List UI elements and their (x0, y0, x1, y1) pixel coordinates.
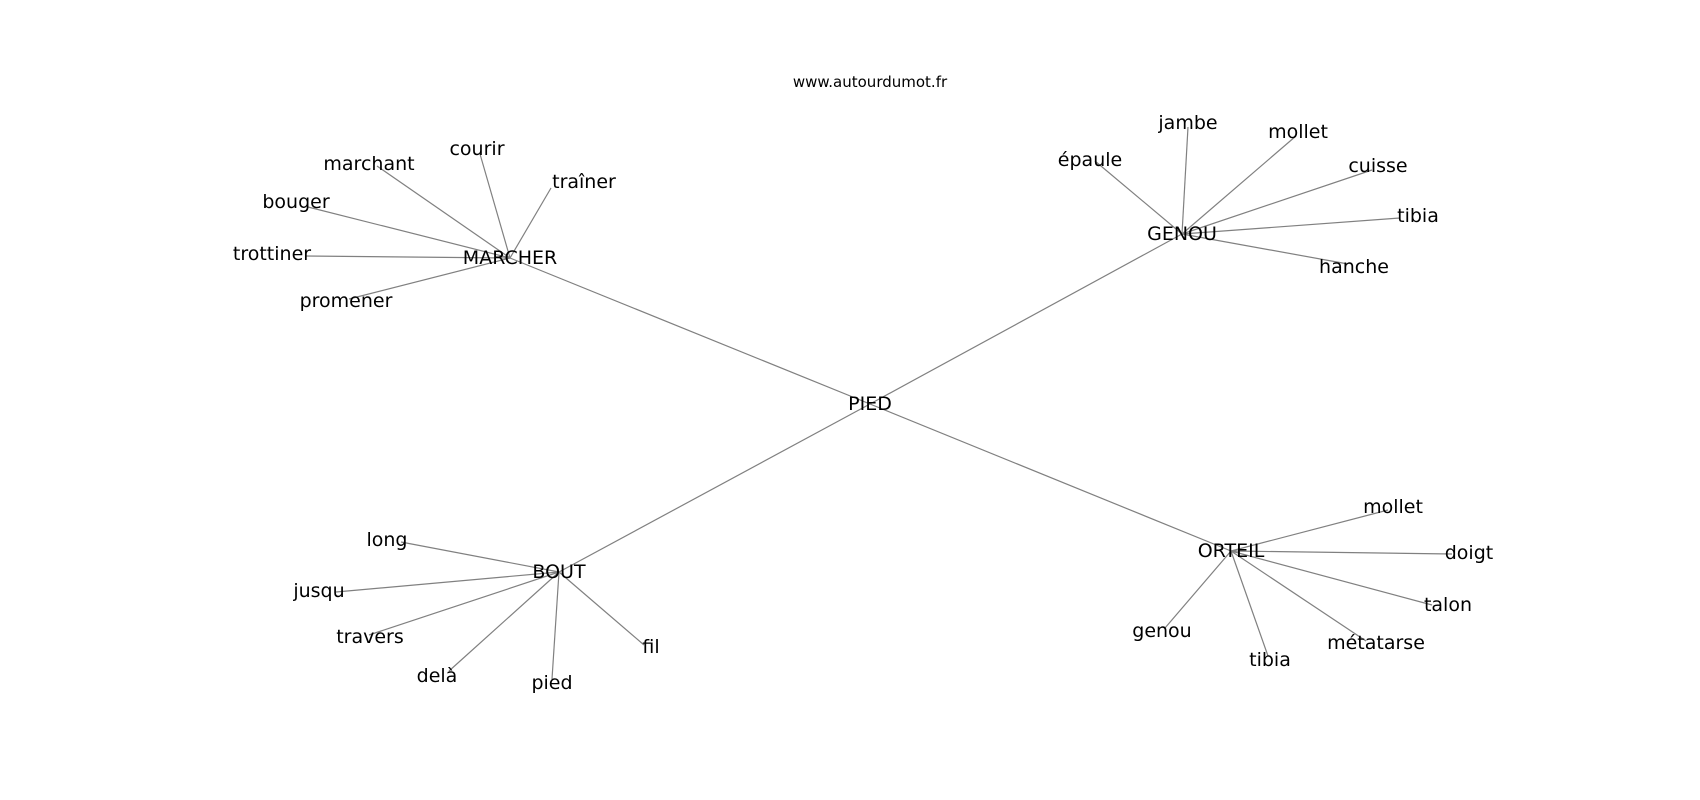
center-to-hub-edge (869, 403, 1232, 552)
leaf-node-label: genou (1132, 620, 1191, 642)
hub-to-leaf-edge (551, 571, 560, 680)
leaf-node-label: jambe (1157, 112, 1217, 134)
leaf-node-label: jusqu (292, 580, 344, 602)
hub-to-leaf-edge (1181, 217, 1401, 235)
hub-to-leaf-edge (1230, 550, 1433, 606)
hub-to-leaf-edge (509, 187, 552, 259)
hub-node-label-orteil: ORTEIL (1198, 540, 1265, 562)
hub-to-leaf-edge (448, 571, 560, 672)
leaf-node-label: courir (449, 138, 504, 160)
leaf-node-label: talon (1424, 594, 1472, 616)
leaf-node-label: traîner (552, 171, 616, 193)
source-label: www.autourdumot.fr (793, 73, 948, 91)
leaf-node-label: travers (336, 626, 404, 648)
leaf-node-label: pied (531, 672, 572, 694)
hub-node-label-bout: BOUT (532, 561, 586, 583)
center-to-hub-edge (869, 233, 1183, 405)
leaf-node-label: métatarse (1327, 632, 1425, 654)
leaf-node-label: tibia (1397, 205, 1439, 227)
hub-to-leaf-edge (400, 541, 560, 573)
hub-to-leaf-edge (304, 255, 511, 259)
hub-to-leaf-edge (368, 571, 560, 636)
hub-to-leaf-edge (558, 571, 645, 646)
hub-node-label-genou: GENOU (1147, 223, 1217, 245)
hub-to-leaf-edge (348, 257, 511, 300)
hub-to-leaf-edge (1181, 233, 1349, 265)
center-node-label: PIED (848, 393, 892, 415)
leaf-node-label: trottiner (233, 243, 311, 265)
graph-labels: www.autourdumot.fr PIED MARCHER marchant… (233, 73, 1493, 694)
hub-to-leaf-edge (1181, 126, 1189, 235)
hub-to-leaf-edge (1230, 550, 1367, 642)
hub-to-leaf-edge (1094, 160, 1183, 235)
leaf-node-label: tibia (1249, 649, 1291, 671)
hub-to-leaf-edge (1164, 550, 1232, 629)
leaf-node-label: mollet (1268, 121, 1328, 143)
hub-to-leaf-edge (307, 206, 511, 259)
leaf-node-label: delà (417, 665, 458, 687)
leaf-node-label: long (366, 529, 407, 551)
leaf-node-label: bouger (262, 191, 329, 213)
leaf-node-label: épaule (1058, 149, 1122, 171)
leaf-node-label: marchant (323, 153, 414, 175)
leaf-node-label: mollet (1363, 496, 1423, 518)
graph-edges (304, 126, 1453, 680)
center-to-hub-edge (558, 403, 871, 573)
hub-to-leaf-edge (1230, 550, 1453, 555)
center-to-hub-edge (509, 257, 871, 405)
hub-to-leaf-edge (376, 165, 511, 259)
leaf-node-label: cuisse (1348, 155, 1407, 177)
leaf-node-label: hanche (1319, 256, 1389, 278)
leaf-node-label: fil (642, 636, 659, 658)
leaf-node-label: doigt (1445, 542, 1493, 564)
leaf-node-label: promener (300, 290, 393, 312)
hub-to-leaf-edge (335, 571, 560, 593)
hub-to-leaf-edge (1181, 135, 1297, 235)
hub-to-leaf-edge (479, 153, 511, 259)
hub-to-leaf-edge (1230, 550, 1269, 657)
hub-node-label-marcher: MARCHER (463, 247, 557, 269)
hub-to-leaf-edge (1230, 509, 1389, 552)
hub-to-leaf-edge (1181, 169, 1373, 235)
